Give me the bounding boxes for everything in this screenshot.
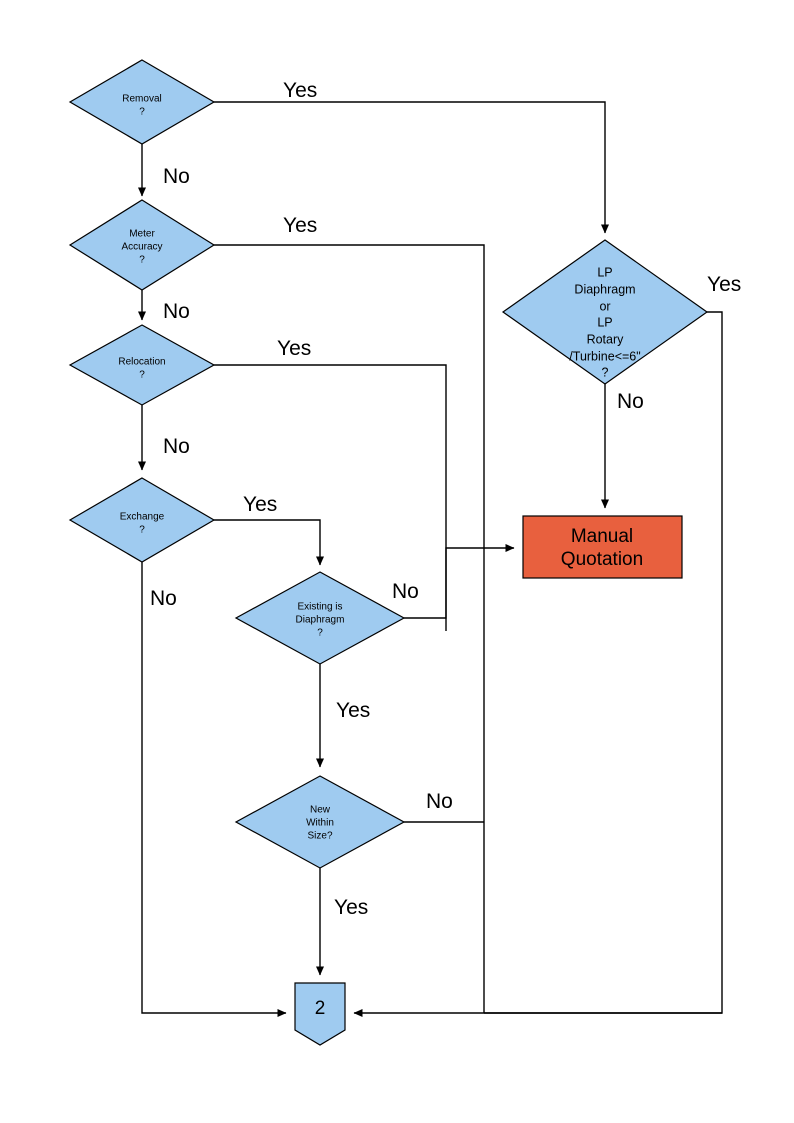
new-within-size-diamond[interactable] — [234, 775, 406, 869]
manual-quotation-box[interactable] — [522, 515, 683, 579]
edge-labels-layer: Yes No Yes No Yes No Yes No No Yes No Ye… — [150, 79, 741, 919]
existing-is-diaphragm-line-2: Diaphragm — [296, 615, 345, 626]
lp-line-1: LP — [597, 265, 612, 279]
exchange-diamond[interactable] — [68, 477, 216, 563]
edge-label-existing-diaphragm-no: No — [392, 580, 419, 603]
manual-quotation-line-1: Manual — [571, 526, 633, 547]
edge-meter-accuracy-yes — [214, 244, 485, 1013]
relocation-line-1: Relocation — [118, 357, 165, 368]
edge-label-lp-no: No — [617, 390, 644, 413]
lp-line-7: ? — [602, 365, 609, 379]
new-within-size-line-3: Size? — [307, 831, 332, 842]
node-relocation[interactable]: Relocation ? — [68, 324, 216, 406]
edge-removal-yes — [214, 101, 609, 234]
node-meter-accuracy[interactable]: Meter Accuracy ? — [68, 199, 216, 291]
edge-label-relocation-yes: Yes — [277, 337, 311, 360]
node-removal[interactable]: Removal ? — [68, 59, 216, 145]
edge-existing-diaphragm-no — [404, 544, 515, 619]
edge-label-exchange-yes: Yes — [243, 493, 277, 516]
node-new-within-size[interactable]: New Within Size? — [234, 775, 406, 869]
edge-label-meter-accuracy-yes: Yes — [283, 214, 317, 237]
meter-accuracy-line-2: Accuracy — [121, 242, 162, 253]
offpage-connector-label: 2 — [315, 998, 326, 1019]
edge-label-existing-diaphragm-yes: Yes — [336, 699, 370, 722]
lp-diaphragm-or-rotary-diamond[interactable] — [501, 239, 709, 385]
edge-label-removal-no: No — [163, 165, 190, 188]
exchange-line-1: Exchange — [120, 512, 165, 523]
new-within-size-line-2: Within — [306, 818, 334, 829]
edge-exchange-no — [141, 562, 287, 1017]
meter-accuracy-diamond[interactable] — [68, 199, 216, 291]
meter-accuracy-line-3: ? — [139, 255, 145, 266]
node-existing-is-diaphragm[interactable]: Existing is Diaphragm ? — [234, 571, 406, 665]
lp-line-6: /Turbine<=6" — [569, 349, 640, 363]
lp-line-3: or — [599, 299, 610, 313]
existing-is-diaphragm-diamond[interactable] — [234, 571, 406, 665]
meter-accuracy-line-1: Meter — [129, 229, 155, 240]
node-lp-diaphragm-or-rotary[interactable]: LP Diaphragm or LP Rotary /Turbine<=6" ? — [501, 239, 709, 385]
node-manual-quotation[interactable]: Manual Quotation — [522, 515, 683, 579]
removal-line-2: ? — [139, 107, 145, 118]
node-offpage-connector-2[interactable]: 2 — [294, 982, 346, 1046]
edge-label-relocation-no: No — [163, 435, 190, 458]
lp-line-5: Rotary — [587, 332, 625, 346]
edges-layer — [138, 101, 723, 1017]
edge-exchange-yes — [214, 519, 324, 566]
node-exchange[interactable]: Exchange ? — [68, 477, 216, 563]
offpage-connector-shape[interactable] — [294, 982, 346, 1046]
edge-label-new-within-size-no: No — [426, 790, 453, 813]
lp-line-4: LP — [597, 315, 612, 329]
existing-is-diaphragm-line-1: Existing is — [297, 602, 342, 613]
relocation-diamond[interactable] — [68, 324, 216, 406]
lp-line-2: Diaphragm — [574, 282, 635, 296]
edge-label-meter-accuracy-no: No — [163, 300, 190, 323]
new-within-size-line-1: New — [310, 805, 331, 816]
removal-diamond[interactable] — [68, 59, 216, 145]
edge-relocation-yes — [214, 364, 447, 631]
edge-label-exchange-no: No — [150, 587, 177, 610]
manual-quotation-line-2: Quotation — [561, 549, 643, 570]
existing-is-diaphragm-line-3: ? — [317, 628, 323, 639]
edge-label-removal-yes: Yes — [283, 79, 317, 102]
edge-lp-yes — [353, 311, 723, 1017]
edge-label-lp-yes: Yes — [707, 273, 741, 296]
exchange-line-2: ? — [139, 525, 145, 536]
edge-label-new-within-size-yes: Yes — [334, 896, 368, 919]
removal-line-1: Removal — [122, 94, 161, 105]
relocation-line-2: ? — [139, 370, 145, 381]
